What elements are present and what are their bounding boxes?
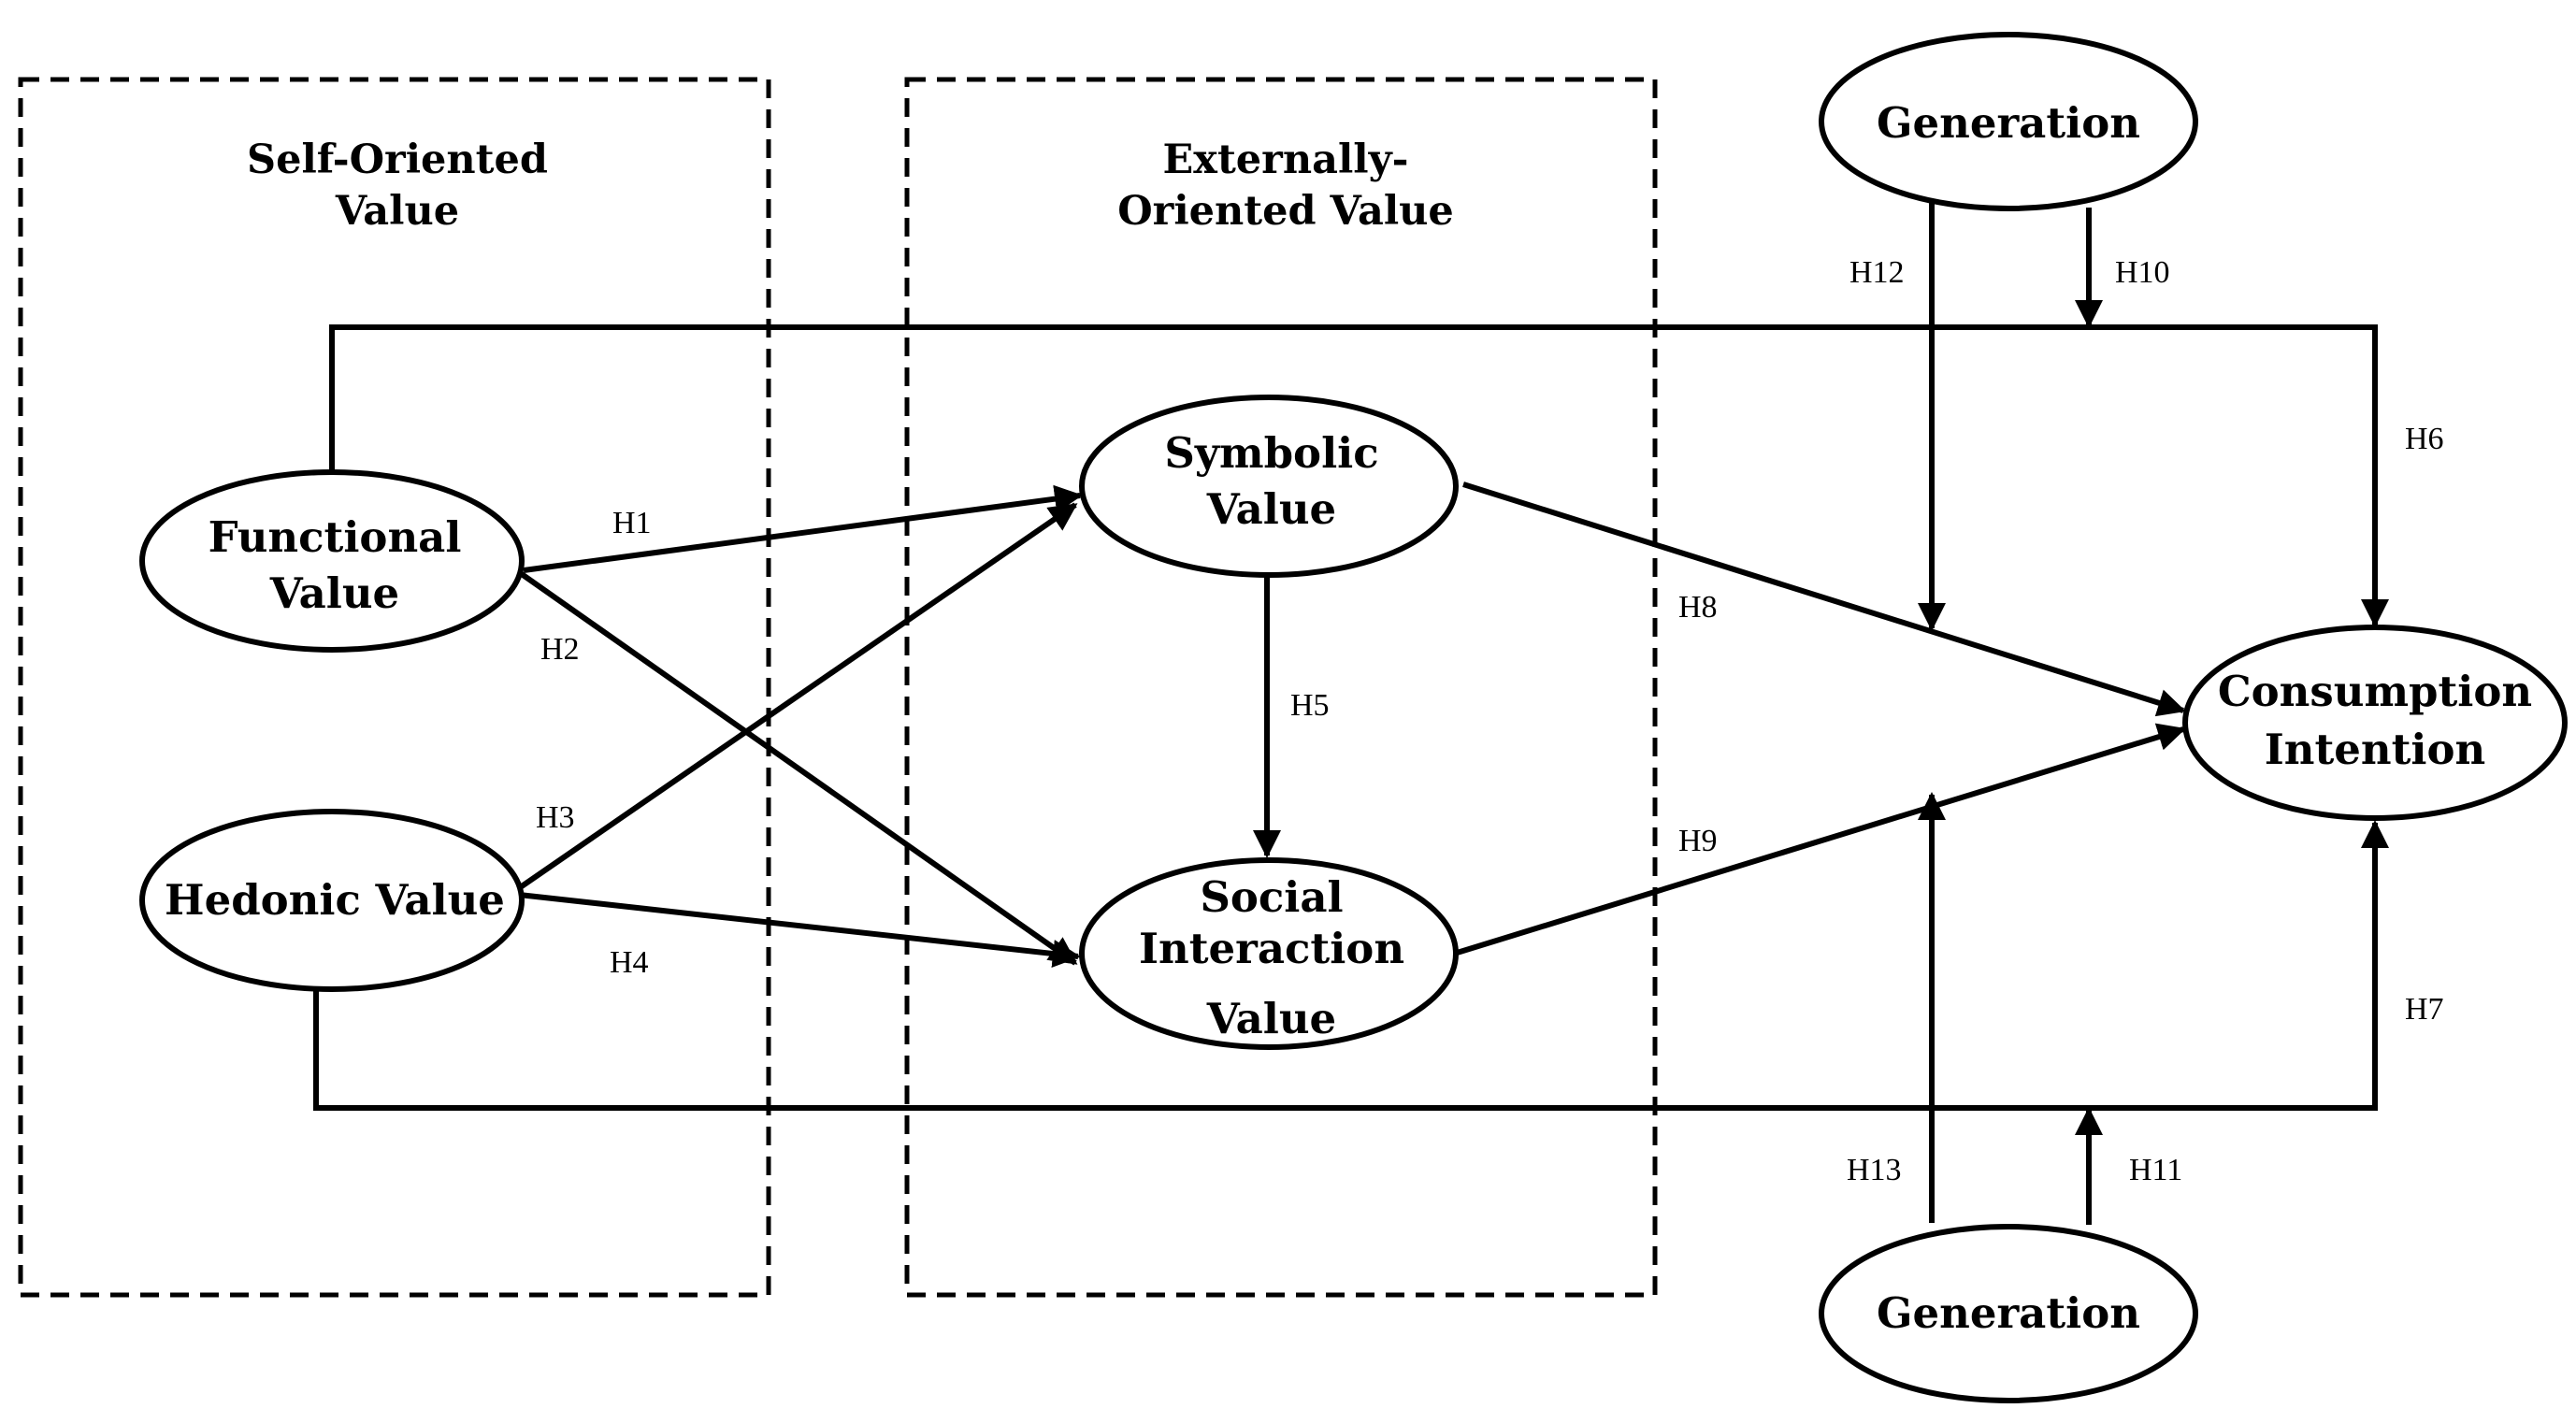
h2-label: H2 [540,632,580,667]
h1-arrow [523,484,1083,573]
h6-label: H6 [2405,422,2444,456]
symbolic-value-line1: Symbolic [1164,428,1378,478]
generation-top-label: Generation [1877,98,2140,148]
externally-oriented-group-box [904,77,1658,1298]
h5-label: H5 [1290,688,1330,723]
generation-bottom-label: Generation [1877,1288,2140,1338]
symbolic-value-line2: Value [1206,484,1336,534]
consumption-intention-line1: Consumption [2218,667,2532,716]
h3-label: H3 [536,800,575,835]
functional-value-node: Functional Value [139,469,525,653]
social-interaction-value-node: Social Interaction Value [1079,857,1459,1050]
h4-label: H4 [610,945,649,980]
h8-arrow [1462,482,2186,717]
h8-label: H8 [1678,590,1718,625]
hedonic-value-node: Hedonic Value [139,809,525,992]
social-interaction-line3: Value [1206,994,1336,1043]
consumption-intention-line2: Intention [2265,725,2486,774]
h7-path [313,820,2389,1111]
social-interaction-line1: Social [1200,872,1343,922]
h1-label: H1 [612,506,652,540]
consumption-intention-node: Consumption Intention [2182,625,2568,821]
self-oriented-group-box [18,77,771,1298]
h10-label: H10 [2115,255,2170,290]
hedonic-value-line1: Hedonic Value [165,875,505,925]
symbolic-value-node: Symbolic Value [1079,395,1459,578]
h13-label: H13 [1847,1153,1902,1187]
generation-top-node: Generation [1819,32,2198,211]
h4-arrow [518,892,1081,968]
self-oriented-label-line1: Self-Oriented [247,137,548,183]
h3-arrow [517,502,1078,891]
h6-path [329,324,2389,627]
h9-arrow [1453,723,2186,956]
externally-oriented-label-line1: Externally- [1163,137,1409,183]
h2-arrow [517,569,1078,966]
functional-value-line2: Value [269,568,399,618]
externally-oriented-label-line2: Oriented Value [1117,188,1454,235]
functional-value-line1: Functional [209,512,462,562]
h9-label: H9 [1678,824,1718,858]
self-oriented-label-line2: Value [335,188,459,235]
h7-label: H7 [2405,992,2444,1027]
generation-bottom-node: Generation [1819,1224,2198,1403]
h12-label: H12 [1849,255,1905,290]
social-interaction-line2: Interaction [1139,924,1404,973]
h11-label: H11 [2129,1153,2182,1187]
